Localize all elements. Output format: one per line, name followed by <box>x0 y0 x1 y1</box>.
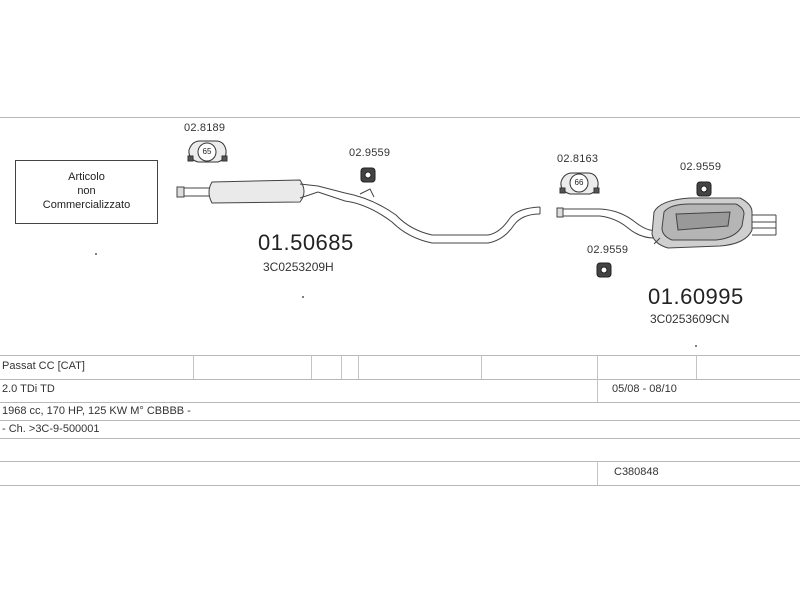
rear-silencer-drawing <box>556 197 777 249</box>
clamp-icon <box>187 140 228 163</box>
clamp-icon <box>559 172 600 195</box>
engine-specs: 1968 cc, 170 HP, 125 KW M° CBBBB - <box>2 405 191 417</box>
clamp-size-label: 66 <box>574 178 584 187</box>
clamp-part-code: 02.8189 <box>184 122 226 134</box>
front-pipe-part-number: 01.50685 <box>258 230 354 255</box>
hanger-part-code: 02.9559 <box>587 244 629 256</box>
front-pipe-drawing <box>176 179 541 244</box>
rear-silencer-part-number: 01.60995 <box>648 284 744 309</box>
production-years: 05/08 - 08/10 <box>612 383 677 395</box>
vehicle-model: Passat CC [CAT] <box>2 360 85 372</box>
note-line-2: non <box>77 185 96 197</box>
hanger-part-code: 02.9559 <box>680 161 722 173</box>
hanger-part-code: 02.9559 <box>349 147 391 159</box>
rubber-hanger-icon <box>360 167 376 183</box>
chassis-range: - Ch. >3C-9-500001 <box>2 423 100 435</box>
rubber-hanger-icon <box>596 262 612 278</box>
rear-silencer-oem-code: 3C0253609CN <box>650 312 730 326</box>
note-line-1: Articolo <box>68 171 105 183</box>
note-line-3: Commercializzato <box>42 199 131 211</box>
clamp-part-code: 02.8163 <box>557 153 599 165</box>
rubber-hanger-icon <box>696 181 712 197</box>
engine-type: 2.0 TDi TD <box>2 383 55 395</box>
catalog-code: C380848 <box>614 466 659 478</box>
exhaust-diagram <box>95 140 777 347</box>
front-pipe-oem-code: 3C0253209H <box>263 260 334 274</box>
diagram-top-border <box>0 117 800 118</box>
not-commercialized-note: Articolo non Commercializzato <box>15 160 158 224</box>
clamp-size-label: 65 <box>202 147 212 156</box>
